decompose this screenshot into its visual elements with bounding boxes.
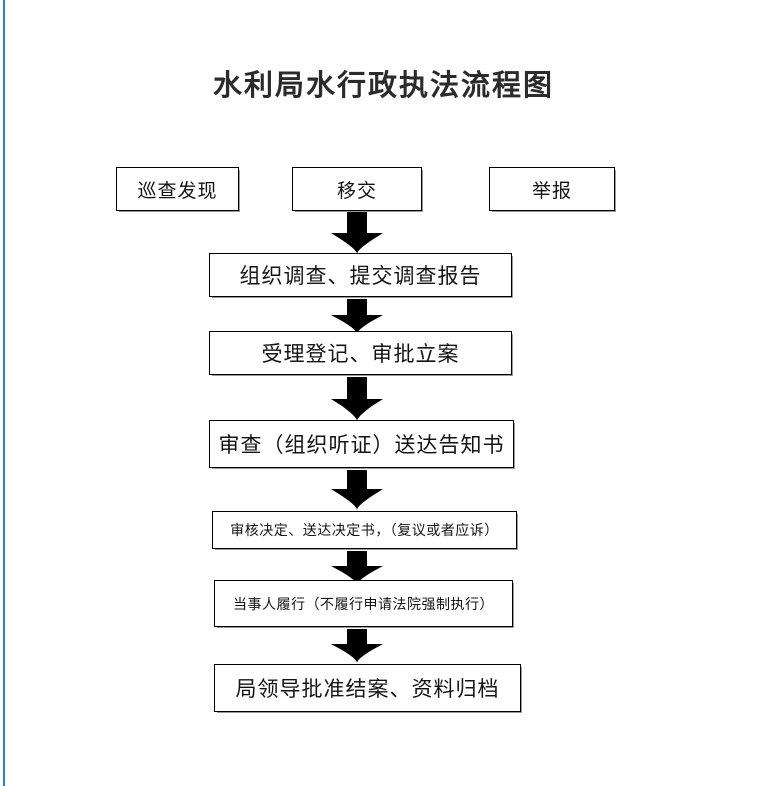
step-box-registration[interactable]: 受理登记、审批立案 [209, 331, 512, 375]
down-arrow-2 [331, 299, 383, 334]
step-box-closure[interactable]: 局领导批准结案、资料归档 [214, 664, 521, 712]
source-box-patrol[interactable]: 巡查发现 [116, 167, 239, 211]
down-arrow-1 [331, 212, 383, 254]
left-margin-rule [3, 0, 5, 786]
page-title: 水利局水行政执法流程图 [212, 68, 554, 102]
step-box-decision[interactable]: 审核决定、送达决定书，（复议或者应诉） [212, 511, 517, 549]
step-box-investigation[interactable]: 组织调查、提交调查报告 [209, 253, 512, 297]
source-box-transfer[interactable]: 移交 [292, 167, 422, 211]
step-box-examination[interactable]: 审查（组织听证）送达告知书 [209, 420, 514, 468]
source-box-report[interactable]: 举报 [489, 167, 615, 211]
down-arrow-3 [331, 377, 383, 421]
down-arrow-4 [331, 470, 383, 510]
down-arrow-6 [331, 629, 383, 663]
down-arrow-5 [331, 551, 383, 585]
step-box-compliance[interactable]: 当事人履行（不履行申请法院强制执行） [214, 580, 513, 627]
